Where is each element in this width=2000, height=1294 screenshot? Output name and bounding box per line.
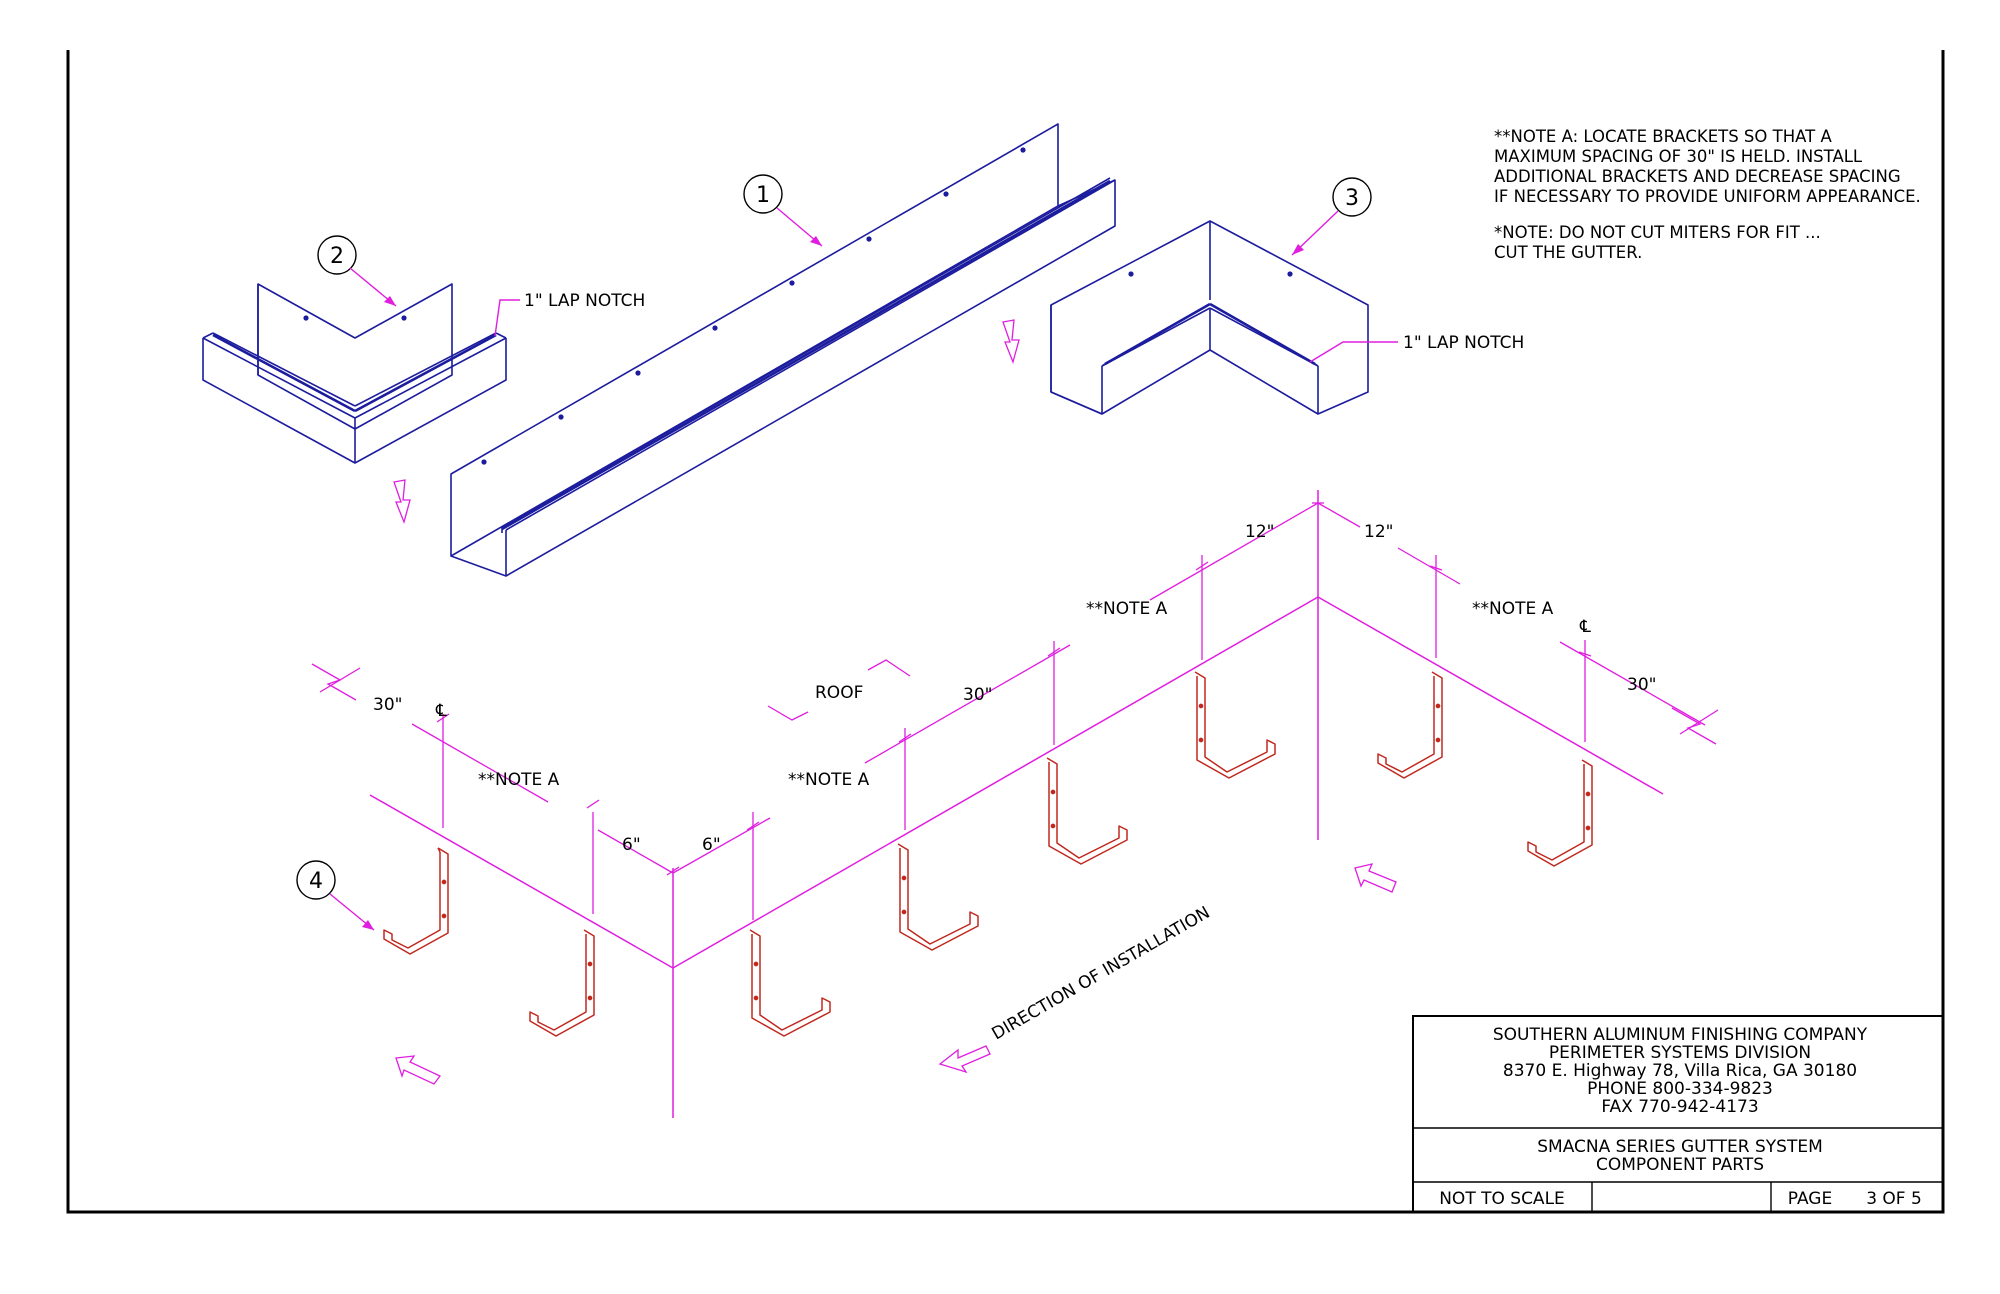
dim-label-30-left: 30": [373, 695, 402, 715]
bracket: [1527, 759, 1593, 867]
note-b-line-1: *NOTE: DO NOT CUT MITERS FOR FIT ...: [1494, 223, 1821, 242]
company-name: SOUTHERN ALUMINUM FINISHING COMPANY: [1493, 1025, 1868, 1045]
dim-label-12-right: 12": [1364, 522, 1393, 542]
note-a-ref-4: **NOTE A: [1472, 599, 1554, 619]
callout-number-3: 3: [1345, 186, 1359, 211]
bracket: [383, 847, 449, 955]
callout-bubble-2: [317, 235, 357, 275]
dim-label-30-right: 30": [1627, 675, 1656, 695]
note-a-line-1: **NOTE A: LOCATE BRACKETS SO THAT A: [1494, 127, 1832, 146]
direction-of-installation-label: DIRECTION OF INSTALLATION: [989, 903, 1214, 1044]
dim-label-6-right: 6": [702, 835, 721, 855]
note-a-line-4: IF NECESSARY TO PROVIDE UNIFORM APPEARAN…: [1494, 187, 1921, 206]
arrow-icon-center: [938, 1045, 991, 1074]
dimension-lines: [311, 502, 1719, 920]
gutter-straight-section: [450, 123, 1116, 577]
direction-arrow-icons: [395, 863, 1397, 1085]
down-arrow-icons: [393, 319, 1020, 525]
callout-bubble-1: [743, 174, 783, 214]
callout-number-2: 2: [330, 244, 344, 269]
bracket: [529, 929, 595, 1037]
down-arrow-icon-right: [1002, 319, 1020, 365]
dimension-labels: 30" ℄ **NOTE A 6" 6" **NOTE A ROOF 30" *…: [373, 522, 1656, 1044]
callout-bubble-3: [1332, 177, 1372, 217]
note-a-ref-2: **NOTE A: [788, 770, 870, 790]
company-division: PERIMETER SYSTEMS DIVISION: [1549, 1043, 1811, 1063]
arrow-icon-left: [395, 1055, 442, 1085]
gutter-brackets: [383, 671, 1593, 1037]
bracket: [1377, 671, 1443, 779]
gutter-outside-corner: [1050, 220, 1369, 415]
callouts: 1 2 3 4: [296, 174, 1372, 931]
dim-label-6-left: 6": [622, 835, 641, 855]
note-b-line-2: CUT THE GUTTER.: [1494, 243, 1642, 262]
callout-number-1: 1: [756, 183, 770, 208]
drawing-title-line-2: COMPONENT PARTS: [1596, 1155, 1764, 1175]
dim-label-30-center: 30": [963, 685, 992, 705]
lap-notch-label-right: 1" LAP NOTCH: [1403, 333, 1524, 353]
lap-notch-leaders: [494, 299, 1398, 363]
lap-notch-label-left: 1" LAP NOTCH: [524, 291, 645, 311]
bracket: [749, 929, 831, 1037]
scale-note: NOT TO SCALE: [1439, 1189, 1565, 1209]
gutter-inside-corner: [202, 283, 507, 464]
callout-number-4: 4: [309, 869, 323, 894]
note-a-line-3: ADDITIONAL BRACKETS AND DECREASE SPACING: [1494, 167, 1901, 186]
centerline-symbol-right: ℄: [1579, 617, 1591, 637]
note-a-ref-1: **NOTE A: [478, 770, 560, 790]
title-block: [1412, 1015, 1944, 1213]
dim-label-12-left: 12": [1245, 522, 1274, 542]
bracket: [1194, 671, 1276, 779]
note-a-ref-3: **NOTE A: [1086, 599, 1168, 619]
arrow-icon-right: [1354, 863, 1397, 893]
company-phone: PHONE 800-334-9823: [1587, 1079, 1773, 1099]
down-arrow-icon-left: [393, 479, 411, 525]
bracket: [1046, 757, 1128, 865]
page-label: PAGE: [1788, 1189, 1832, 1209]
bracket: [897, 843, 979, 951]
notes-block: **NOTE A: LOCATE BRACKETS SO THAT A MAXI…: [1494, 127, 1921, 262]
note-a-line-2: MAXIMUM SPACING OF 30" IS HELD. INSTALL: [1494, 147, 1863, 166]
sheet-border: [66, 50, 1945, 1214]
callout-bubble-4: [296, 860, 336, 900]
drawing-title-line-1: SMACNA SERIES GUTTER SYSTEM: [1537, 1137, 1823, 1157]
company-fax: FAX 770-942-4173: [1601, 1097, 1758, 1117]
centerline-symbol-left: ℄: [435, 701, 447, 721]
company-address: 8370 E. Highway 78, Villa Rica, GA 30180: [1503, 1061, 1857, 1081]
page-number: 3 OF 5: [1866, 1189, 1922, 1209]
fascia-plan: [369, 490, 1664, 1118]
roof-arrow-icons: [767, 659, 911, 721]
roof-label: ROOF: [815, 683, 863, 703]
